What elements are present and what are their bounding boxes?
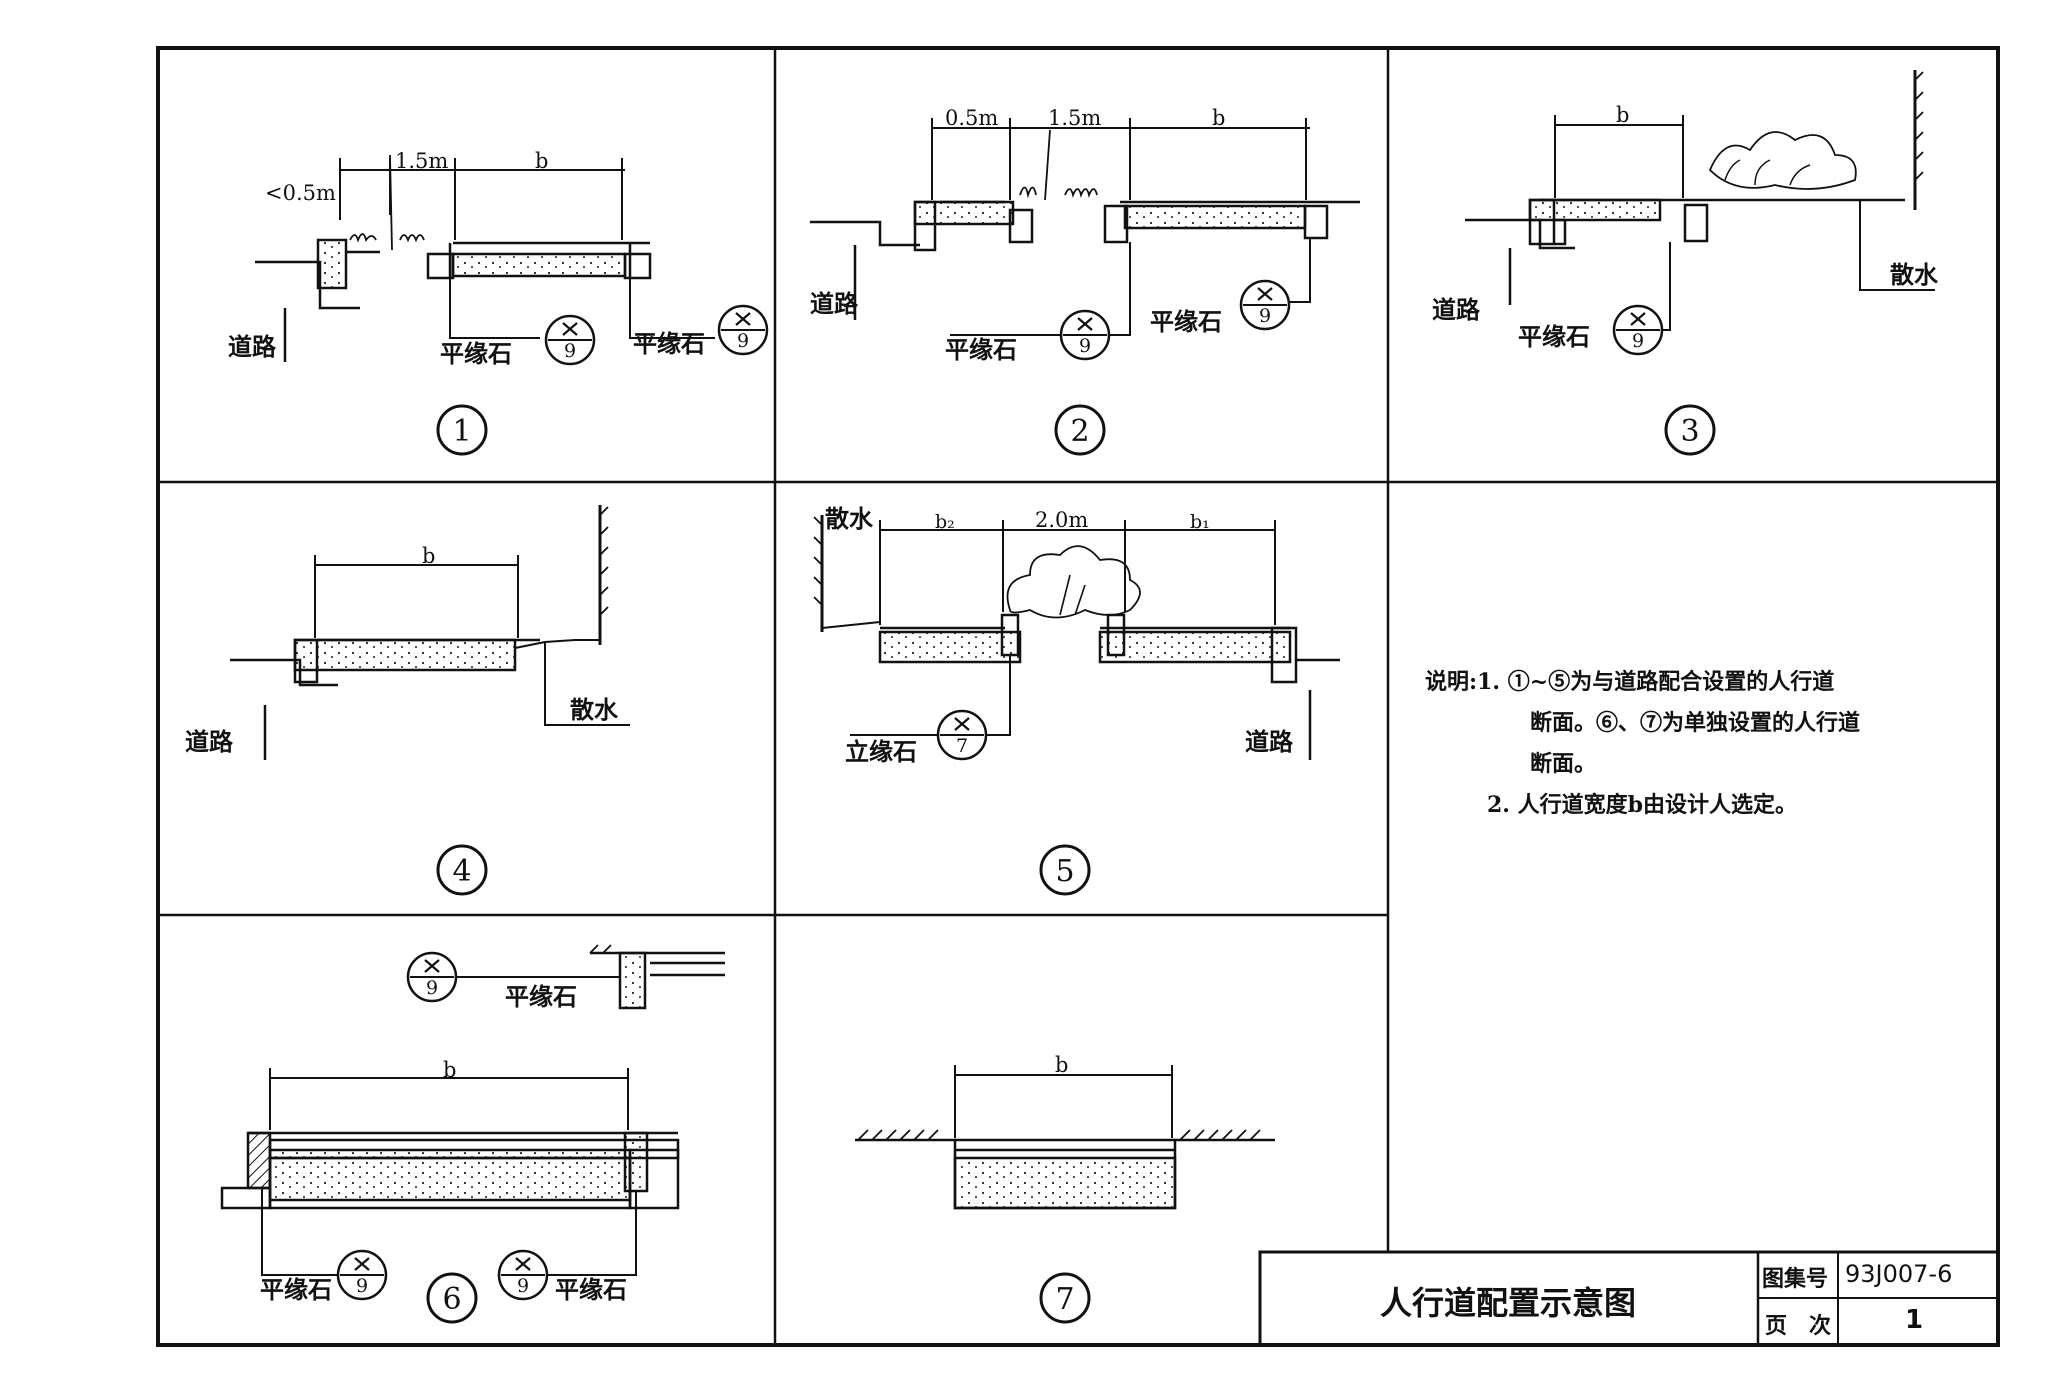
curb-label: 平缘石 [1518, 322, 1590, 351]
dim-label: b [1616, 103, 1629, 127]
detail-callout: 9 [1239, 279, 1291, 331]
drawing-title: 人行道配置示意图 [1380, 1284, 1637, 1322]
panel-2: 0.5m 1.5m b 道路 平缘石 平缘石 9 9 2 [810, 106, 1360, 456]
detail-callout: 9 [717, 304, 769, 356]
dim-label: b₁ [1190, 511, 1210, 533]
dim-label: 1.5m [1048, 106, 1101, 130]
note-text: 人行道宽度b由设计人选定。 [1517, 792, 1798, 818]
atlas-number-label: 图集号 [1762, 1267, 1829, 1292]
svg-text:1: 1 [452, 414, 471, 449]
road-label: 道路 [185, 727, 234, 756]
dim-label: b [1212, 106, 1225, 130]
svg-text:9: 9 [1079, 335, 1091, 357]
dim-label: b [443, 1058, 456, 1082]
note-text: ①~⑤为与道路配合设置的人行道 [1507, 669, 1835, 695]
svg-text:7: 7 [956, 735, 968, 757]
svg-text:9: 9 [564, 340, 576, 362]
dim-label: b [422, 544, 435, 568]
panel-number: 2 [1054, 404, 1106, 456]
curb-label: 平缘石 [440, 339, 512, 368]
svg-text:5: 5 [1055, 854, 1074, 889]
dim-label: b₂ [935, 511, 955, 533]
svg-text:2: 2 [1070, 414, 1089, 449]
title-block [1258, 1250, 2000, 1347]
apron-label: 散水 [825, 504, 874, 533]
note-text: 断面。 [1530, 751, 1597, 777]
road-label: 道路 [228, 332, 277, 361]
road-label: 道路 [1432, 295, 1481, 324]
svg-text:9: 9 [1259, 305, 1271, 327]
svg-text:9: 9 [517, 1275, 529, 1297]
curb-label: 平缘石 [555, 1275, 627, 1304]
panel-3: b 道路 平缘石 散水 9 3 [1432, 70, 1939, 456]
panel-number: 1 [436, 404, 488, 456]
svg-text:6: 6 [442, 1282, 461, 1317]
svg-text:4: 4 [452, 854, 471, 889]
dim-label: b [1055, 1053, 1068, 1077]
curb-label: 平缘石 [260, 1275, 332, 1304]
svg-text:9: 9 [1632, 330, 1644, 352]
panel-number: 3 [1664, 404, 1716, 456]
dim-label: <0.5m [265, 181, 336, 205]
panel-6: 平缘石 b 平缘石 平缘石 9 9 9 6 [220, 944, 725, 1324]
panel-number: 4 [436, 844, 488, 896]
apron-label: 散水 [1890, 260, 1939, 289]
svg-text:9: 9 [356, 1275, 368, 1297]
dim-label: 2.0m [1035, 508, 1088, 532]
detail-callout: 9 [497, 1249, 549, 1301]
panel-4: b 道路 散水 4 [185, 505, 630, 896]
detail-callout: 9 [1612, 304, 1664, 356]
page-label: 页 次 [1765, 1314, 1832, 1339]
detail-callout: 9 [544, 314, 596, 366]
detail-callout: 9 [336, 1249, 388, 1301]
sheet-frame [156, 46, 2000, 1347]
svg-text:9: 9 [737, 330, 749, 352]
svg-text:9: 9 [426, 977, 438, 999]
dim-label: 1.5m [395, 149, 448, 173]
panel-number: 7 [1039, 1272, 1091, 1324]
note-number: 1. [1477, 669, 1501, 695]
panel-number: 5 [1039, 844, 1091, 896]
panel-1: <0.5m 1.5m b 道路 平缘石 平缘石 9 9 1 [228, 149, 769, 456]
curb-label: 平缘石 [945, 335, 1017, 364]
curb-label: 平缘石 [505, 982, 577, 1011]
page-value: 1 [1905, 1305, 1924, 1335]
curb-label: 平缘石 [633, 329, 705, 358]
curb-label: 平缘石 [1150, 307, 1222, 336]
dim-label: 0.5m [945, 106, 998, 130]
panel-5: 散水 b₂ 2.0m b₁ 立缘石 道路 7 5 [813, 504, 1340, 896]
road-label: 道路 [1245, 727, 1294, 756]
notes-prefix: 说明: [1425, 669, 1478, 695]
panel-number: 6 [426, 1272, 478, 1324]
notes-block: 说明:1. ①~⑤为与道路配合设置的人行道 断面。⑥、⑦为单独设置的人行道 断面… [1425, 662, 1945, 826]
note-number: 2. [1487, 792, 1510, 818]
dim-label: b [535, 149, 548, 173]
road-label: 道路 [810, 289, 859, 318]
panel-7: b 7 [855, 1053, 1275, 1324]
atlas-number-value: 93J007-6 [1845, 1260, 1953, 1288]
svg-text:7: 7 [1055, 1282, 1074, 1317]
svg-text:3: 3 [1680, 414, 1699, 449]
apron-label: 散水 [570, 695, 619, 724]
detail-callout: 7 [936, 709, 988, 761]
note-text: 断面。⑥、⑦为单独设置的人行道 [1530, 710, 1861, 736]
curb-label: 立缘石 [845, 737, 917, 766]
detail-callout: 9 [1059, 309, 1111, 361]
detail-callout: 9 [406, 951, 458, 1003]
